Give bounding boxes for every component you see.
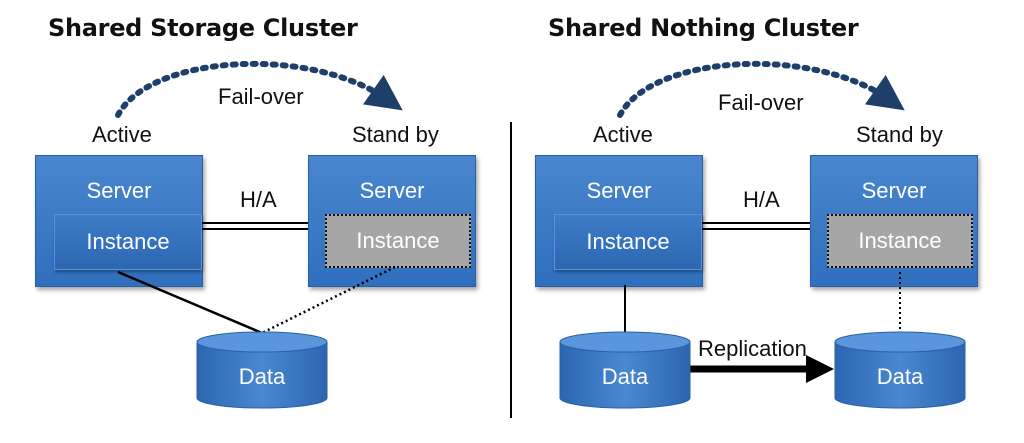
left-active-data-link [117, 270, 263, 335]
right-standby-data-cylinder: Data [834, 331, 966, 409]
right-active-server-label: Server [586, 178, 652, 203]
right-active-server: Server Instance [535, 155, 703, 287]
replication-label: Replication [698, 336, 807, 361]
right-failover-label: Fail-over [718, 90, 804, 115]
left-active-label: Active [92, 122, 152, 147]
right-failover-arrow [617, 60, 905, 118]
left-failover-label: Fail-over [218, 84, 304, 109]
left-failover-arrow [115, 60, 403, 118]
shared-nothing-title: Shared Nothing Cluster [548, 14, 859, 42]
right-standby-instance: Instance [827, 214, 973, 268]
left-standby-data-link [261, 265, 396, 335]
right-standby-server-label: Server [861, 178, 927, 203]
left-active-server-label: Server [86, 178, 152, 203]
left-active-server: Server Instance [35, 155, 203, 287]
left-standby-server: Server Instance [308, 155, 476, 287]
left-standby-label: Stand by [352, 122, 439, 147]
left-data-label: Data [239, 364, 286, 389]
right-standby-data-label: Data [877, 364, 924, 389]
left-ha-link [202, 222, 308, 230]
left-standby-instance: Instance [325, 214, 471, 268]
right-active-data-label: Data [602, 364, 649, 389]
left-data-cylinder: Data [196, 331, 328, 409]
left-ha-label: H/A [240, 187, 277, 212]
right-active-data-cylinder: Data [559, 331, 691, 409]
right-ha-label: H/A [743, 187, 780, 212]
left-standby-server-label: Server [359, 178, 425, 203]
left-active-instance: Instance [54, 214, 202, 270]
right-standby-label: Stand by [856, 122, 943, 147]
right-ha-link [702, 222, 810, 230]
shared-storage-title: Shared Storage Cluster [48, 14, 358, 42]
right-active-label: Active [593, 122, 653, 147]
right-standby-server: Server Instance [810, 155, 978, 287]
right-active-instance: Instance [554, 214, 702, 270]
